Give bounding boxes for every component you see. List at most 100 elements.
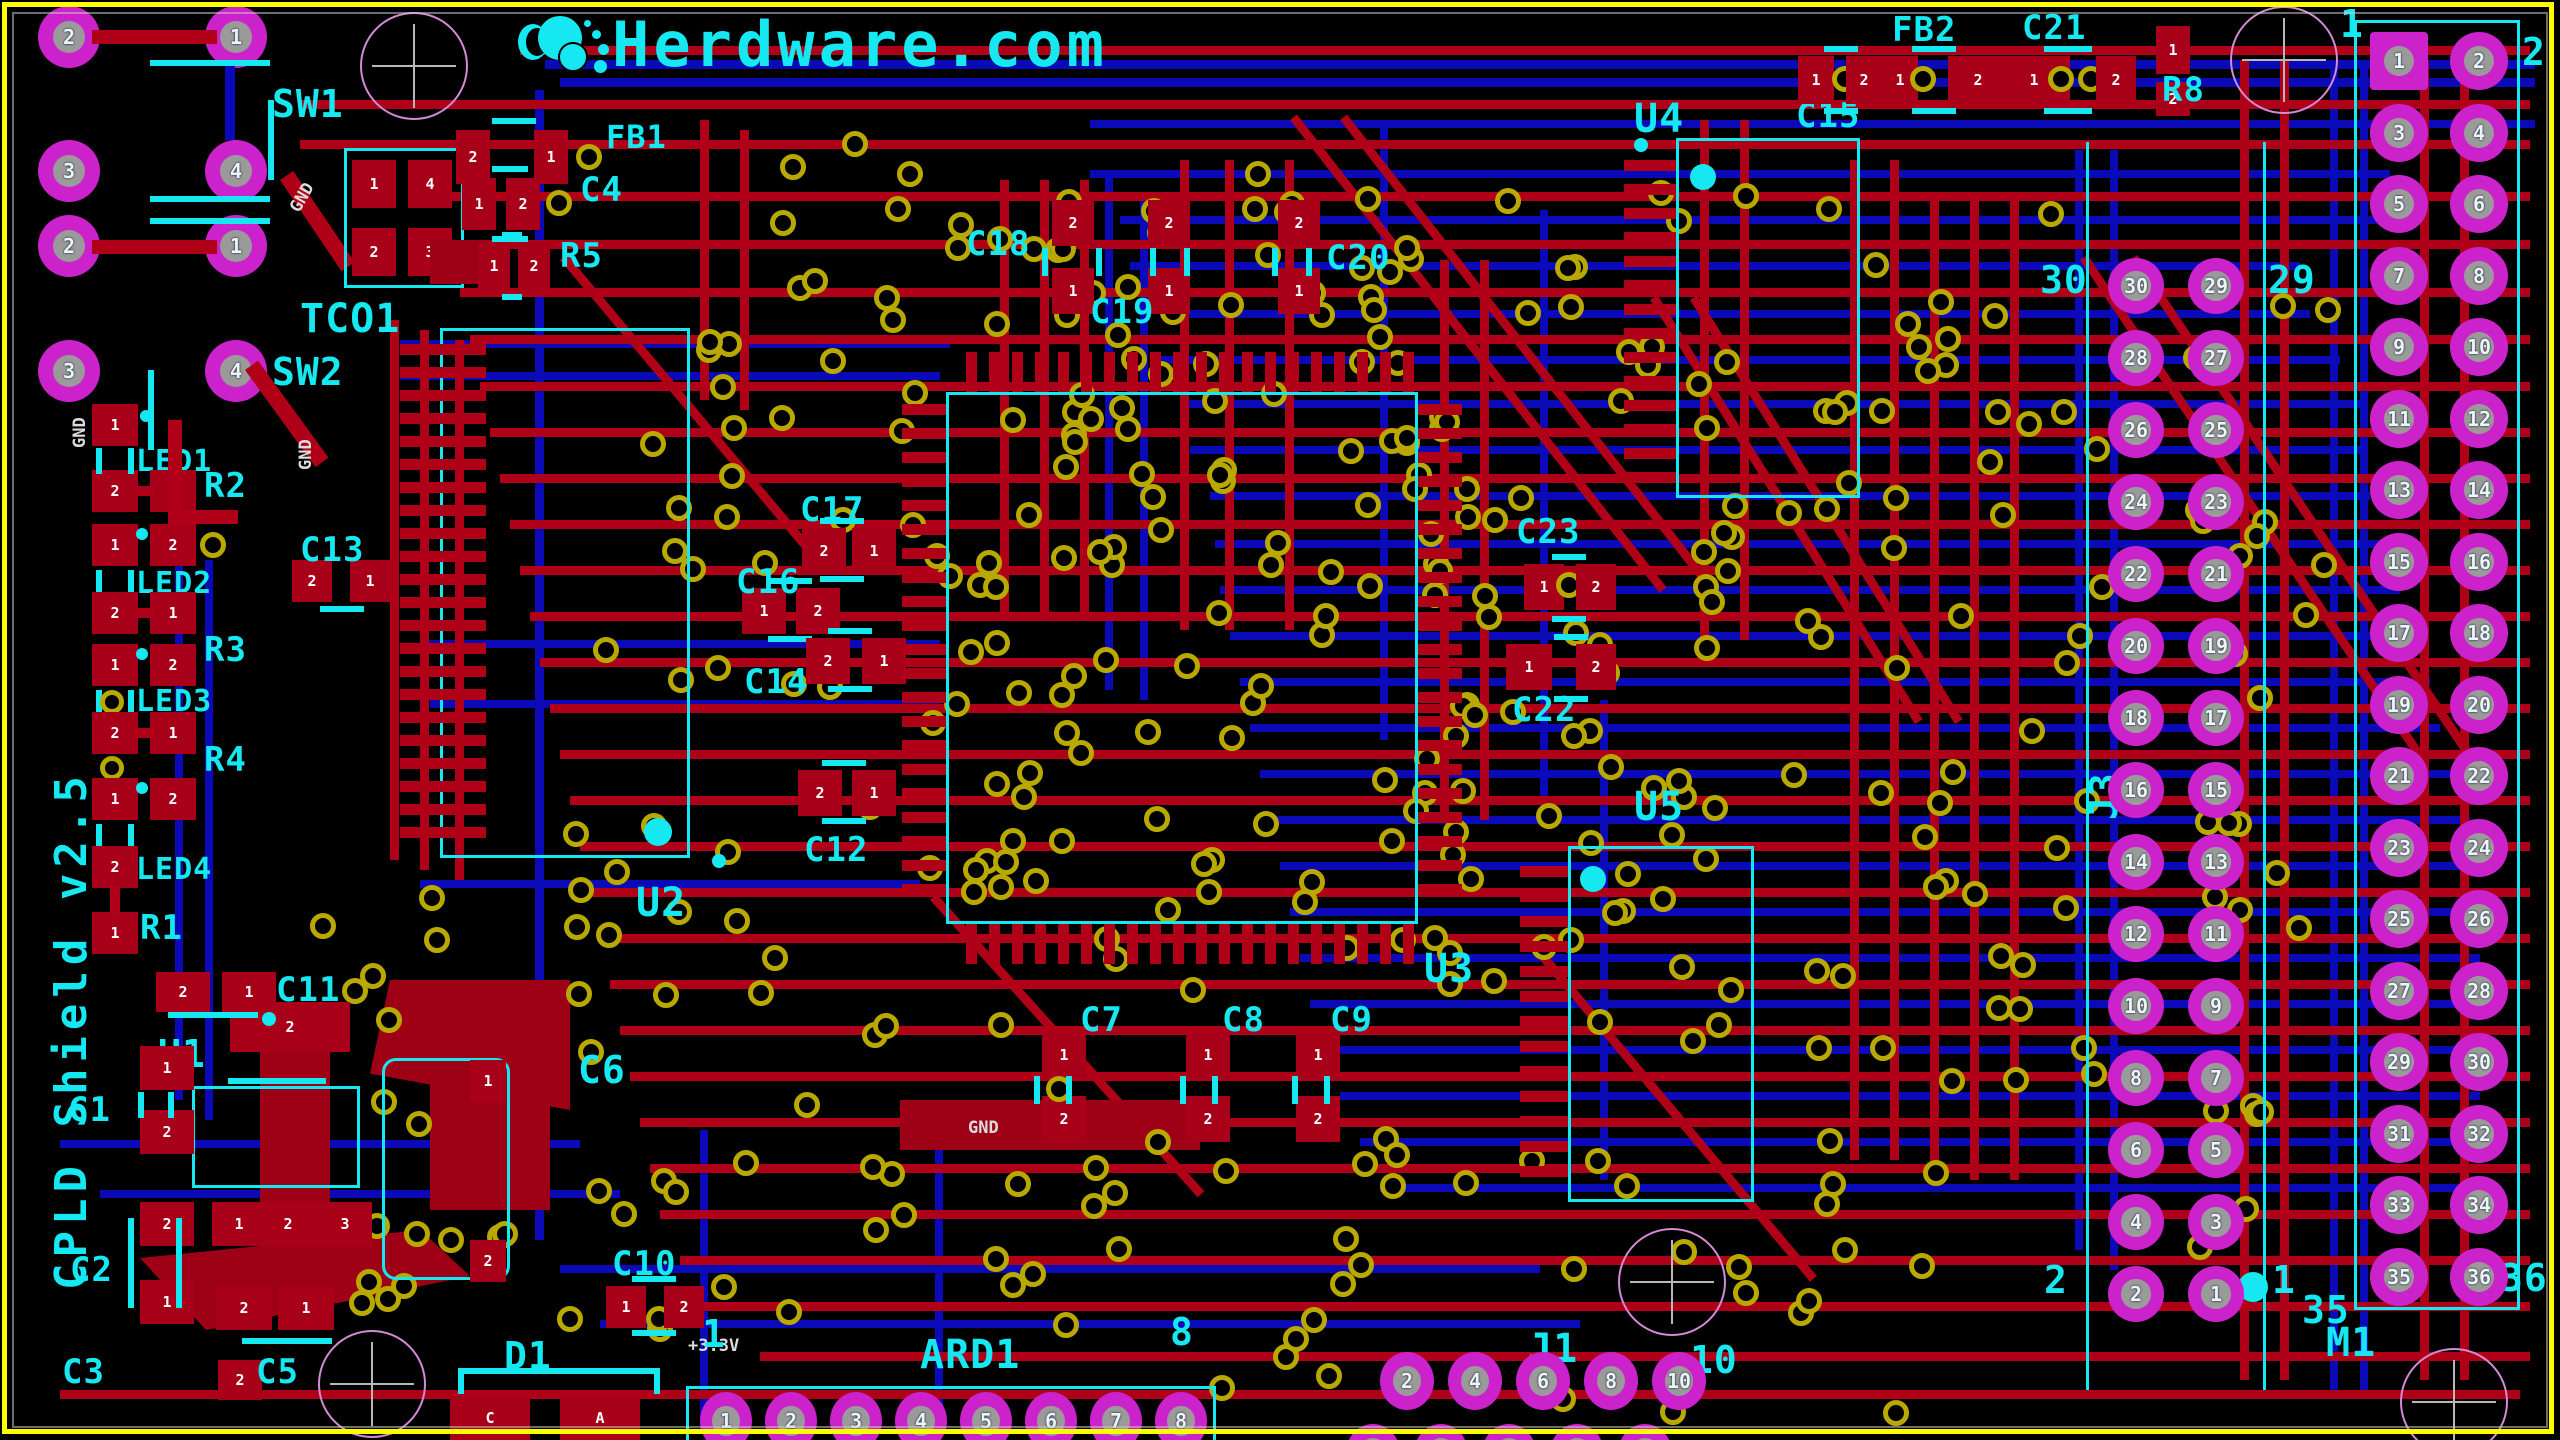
via (902, 380, 928, 406)
via (1191, 851, 1217, 877)
ic-pin-stub (1520, 1141, 1568, 1152)
ic-pin-stub (440, 413, 486, 424)
designator-c12: C12 (804, 830, 869, 870)
via (1869, 398, 1895, 424)
pad-number: 7 (2392, 264, 2406, 288)
ic-pin-stub (1012, 924, 1023, 964)
ic-pin-stub (1288, 352, 1299, 392)
component-outline-m1 (2354, 20, 2520, 1310)
via (1711, 520, 1737, 546)
via (1245, 161, 1271, 187)
designator-c19: C19 (1090, 292, 1155, 332)
j3-pad-27: 27 (2188, 330, 2244, 386)
pad-number: 19 (2386, 693, 2412, 717)
via (1536, 803, 1562, 829)
via (721, 415, 747, 441)
ic-pin-stub (440, 781, 486, 792)
via (1863, 252, 1889, 278)
m1-pad-22: 22 (2450, 747, 2508, 805)
via (578, 1039, 604, 1065)
pad-number: 28 (2123, 346, 2149, 370)
ic-pin-stub (1334, 352, 1345, 392)
ic-pin-stub (1418, 404, 1462, 415)
pad-number: 30 (2466, 1050, 2492, 1074)
via (1806, 1035, 1832, 1061)
m1-pad-18: 18 (2450, 604, 2508, 662)
ic-pin-stub (1520, 891, 1568, 902)
pin1-marker-u4 (1690, 164, 1716, 190)
via (1977, 449, 2003, 475)
via (563, 821, 589, 847)
m1-pad-4: 4 (2450, 104, 2508, 162)
j3-pad-25: 25 (2188, 402, 2244, 458)
m1-pad-7: 7 (2370, 247, 2428, 305)
ic-pin-stub (1242, 924, 1253, 964)
via (1733, 1280, 1759, 1306)
pad-number: 23 (2203, 490, 2229, 514)
ic-pin-stub (400, 643, 440, 654)
via (733, 1150, 759, 1176)
j3-pad-2: 2 (2108, 1266, 2164, 1322)
via (1881, 535, 1907, 561)
pad-number: 8 (1604, 1369, 1618, 1393)
via (1927, 790, 1953, 816)
ic-pin-stub (400, 482, 440, 493)
via (1213, 1158, 1239, 1184)
designator-c5: C5 (256, 1352, 299, 1392)
via (663, 1179, 689, 1205)
j3-pad-29: 29 (2188, 258, 2244, 314)
via (1017, 760, 1043, 786)
ic-pin-stub (966, 352, 977, 392)
via (719, 463, 745, 489)
via (1733, 183, 1759, 209)
via (2286, 915, 2312, 941)
designator-u4: U4 (1634, 96, 1685, 142)
ic-pin-stub (989, 352, 1000, 392)
via (557, 1306, 583, 1332)
designator-m1: M1 (2326, 1320, 2377, 1366)
via (1053, 454, 1079, 480)
pad-number: 1 (2392, 49, 2406, 73)
designator-c20: C20 (1326, 238, 1391, 278)
ic-pin-stub (1624, 208, 1676, 219)
ic-pin-stub (1520, 1016, 1568, 1027)
pad-number: 17 (2203, 706, 2229, 730)
ic-pin-stub (902, 836, 946, 847)
pad-number: 7 (2209, 1066, 2223, 1090)
ic-pin-stub (440, 528, 486, 539)
m1-pad-15: 15 (2370, 533, 2428, 591)
ic-pin-stub (1418, 740, 1462, 751)
pad-number: 8 (2472, 264, 2486, 288)
via (1068, 740, 1094, 766)
ic-pin-stub (902, 644, 946, 655)
designator-tco1: TCO1 (300, 296, 401, 342)
ic-pin-stub (1418, 716, 1462, 727)
via (1219, 725, 1245, 751)
m1-pad-23: 23 (2370, 819, 2428, 877)
via (2264, 860, 2290, 886)
via (1883, 1400, 1909, 1426)
pad-number: 2 (1400, 1369, 1414, 1393)
ic-pin-stub (440, 459, 486, 470)
via (1109, 395, 1135, 421)
ic-pin-stub (440, 574, 486, 585)
pad-number: 8 (2129, 1066, 2143, 1090)
via (705, 655, 731, 681)
designator-c2: C2 (70, 1250, 113, 1290)
designator-c22: C22 (1512, 690, 1577, 730)
ic-pin-stub (902, 716, 946, 727)
via (1148, 517, 1174, 543)
ic-pin-stub (1520, 1091, 1568, 1102)
via (1087, 539, 1113, 565)
pad-number: 28 (2466, 979, 2492, 1003)
pad-number: 22 (2466, 764, 2492, 788)
via (988, 874, 1014, 900)
ic-pin-stub (1081, 924, 1092, 964)
ic-pin-stub (440, 643, 486, 654)
via (963, 857, 989, 883)
pin1-marker-u5 (1580, 866, 1606, 892)
mounting-hole-bottom-left (318, 1330, 426, 1438)
ic-pin-stub (1520, 916, 1568, 927)
ic-pin-stub (1624, 160, 1676, 171)
via (1615, 861, 1641, 887)
